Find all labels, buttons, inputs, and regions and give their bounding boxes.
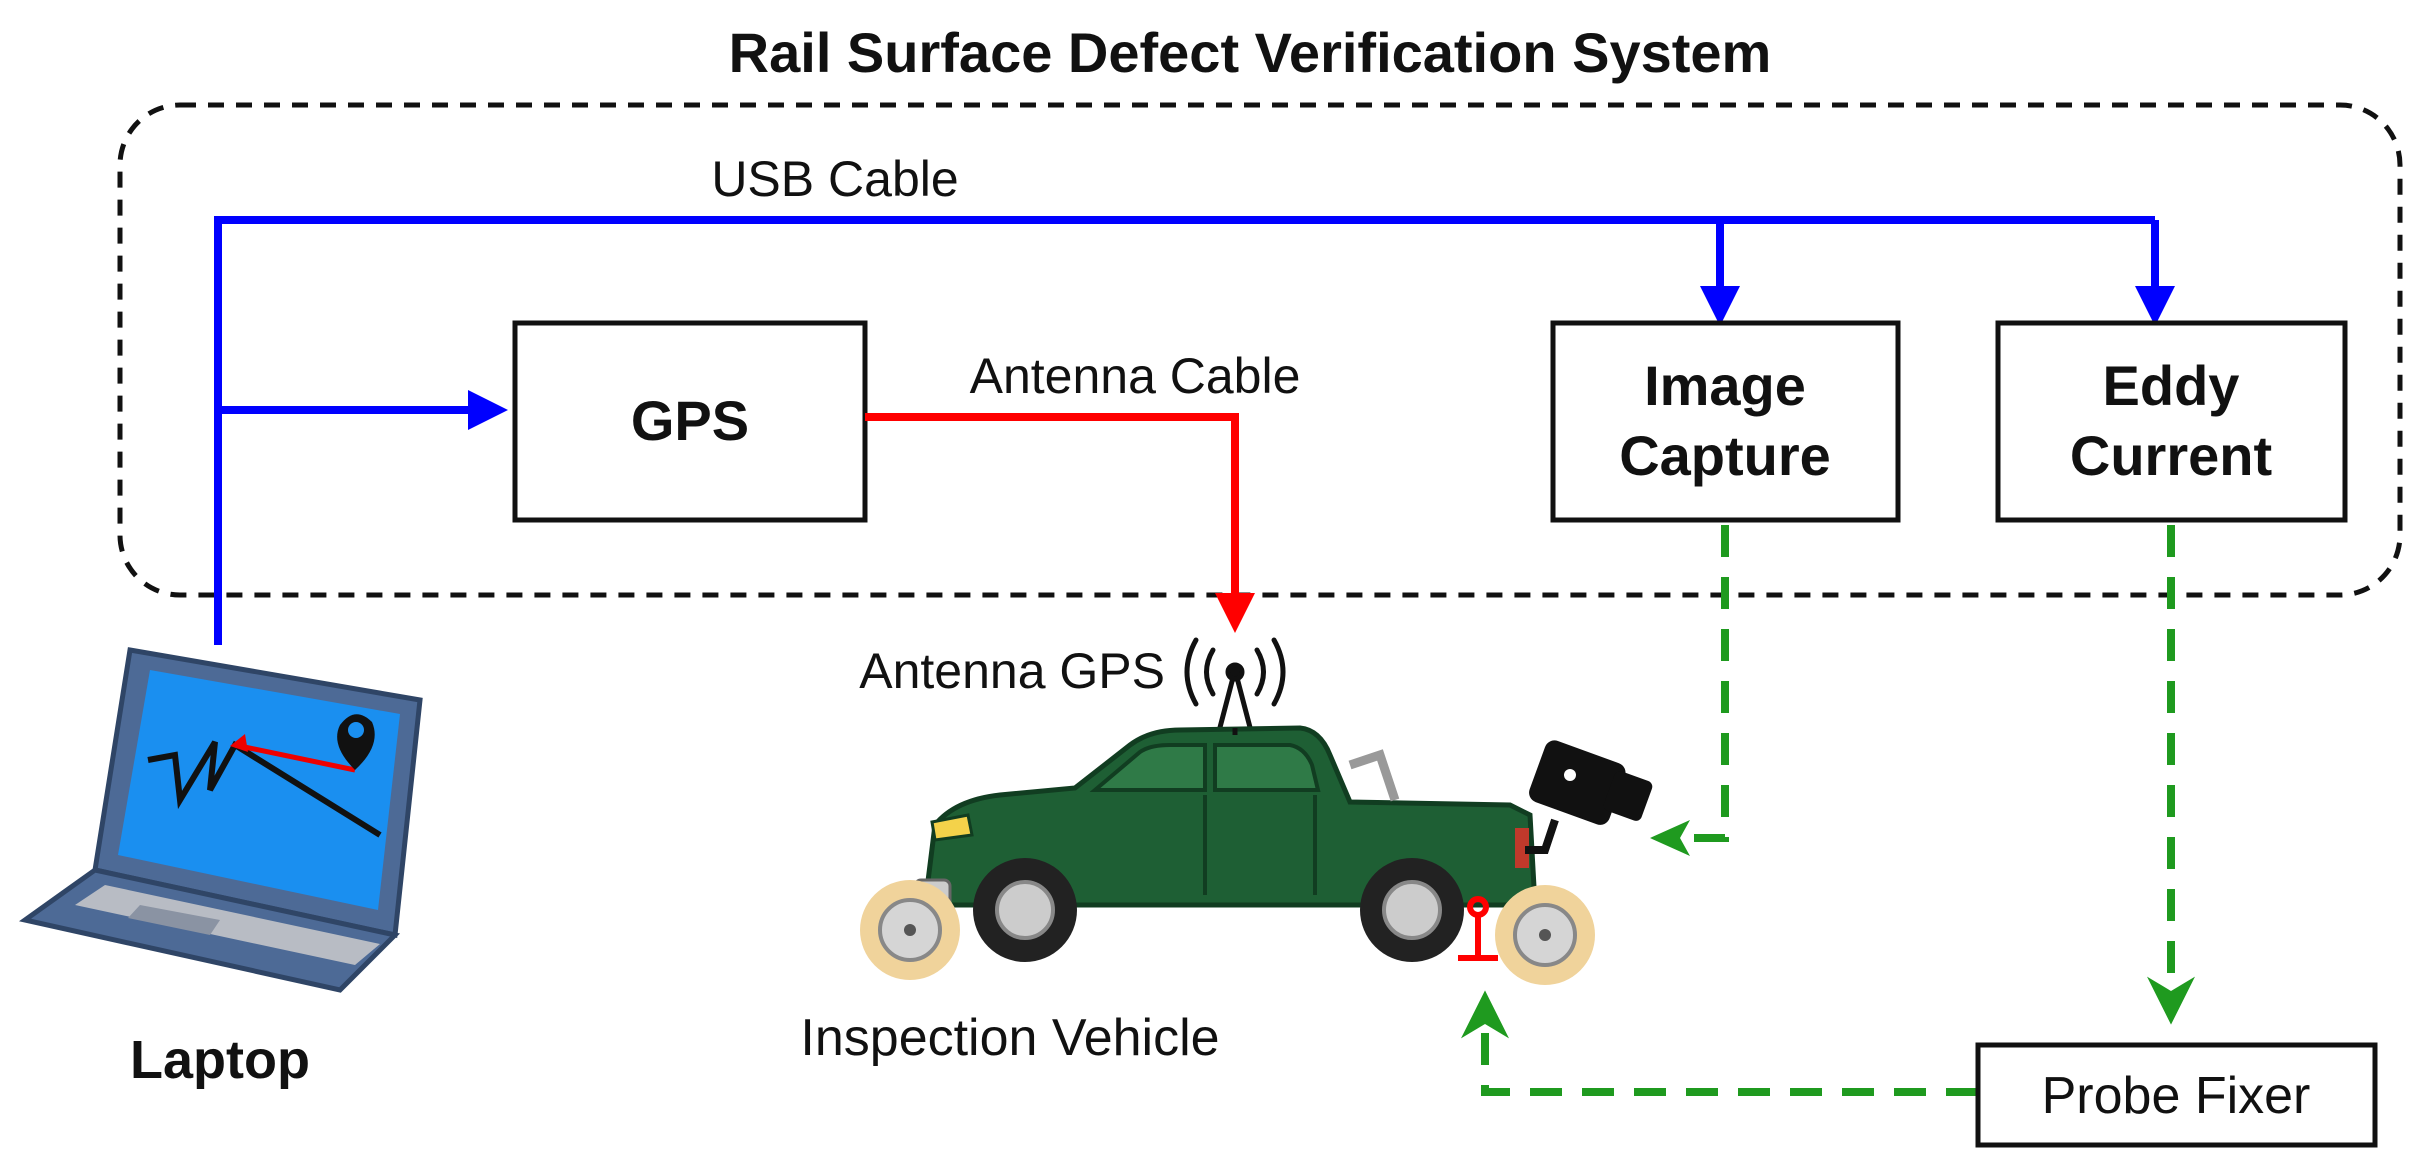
antenna-cable-label: Antenna Cable [970, 348, 1301, 404]
image-capture-label-line1: Image [1644, 354, 1806, 417]
usb-cable-label: USB Cable [711, 151, 958, 207]
antenna-cable-line [865, 413, 1255, 633]
eddy-current-label-line1: Eddy [2103, 354, 2240, 417]
inspection-vehicle-icon [860, 725, 1595, 985]
inspection-vehicle-label: Inspection Vehicle [800, 1009, 1219, 1067]
laptop-icon [18, 647, 423, 993]
image-capture-arrowhead [1650, 820, 1690, 856]
camera-icon [1525, 740, 1653, 854]
antenna-gps-label: Antenna GPS [859, 643, 1165, 699]
laptop-label: Laptop [130, 1030, 310, 1090]
gps-box-label: GPS [631, 389, 749, 452]
eddy-current-box [1995, 320, 2348, 523]
system-boundary [117, 102, 2403, 598]
probe-fixer-box [1975, 1042, 2378, 1148]
diagram-title: Rail Surface Defect Verification System [729, 21, 1772, 84]
gps-box [512, 320, 868, 523]
eddy-current-label-line2: Current [2070, 424, 2272, 487]
signal-lines [1461, 525, 2195, 1096]
image-capture-box [1550, 320, 1901, 523]
usb-cable-lines [214, 216, 2175, 645]
probe-icon [1458, 896, 1498, 961]
antenna-icon [1184, 637, 1286, 738]
probe-fixer-label: Probe Fixer [2042, 1067, 2311, 1125]
image-capture-label-line2: Capture [1619, 424, 1831, 487]
